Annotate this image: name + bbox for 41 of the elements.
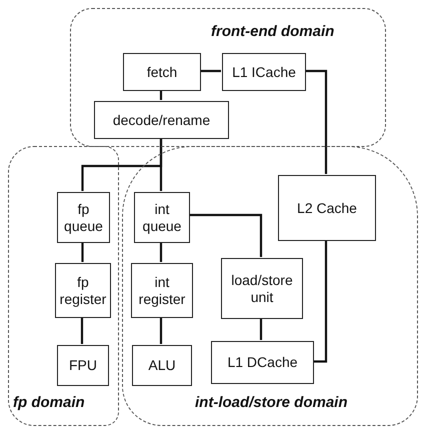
domain-title: front-end domain — [211, 23, 334, 40]
unit-box — [55, 263, 111, 318]
unit-box — [132, 345, 192, 386]
unit-box — [94, 101, 229, 139]
unit-box — [57, 192, 110, 243]
connector-line — [189, 214, 262, 257]
connector-line — [160, 317, 162, 344]
unit-box — [222, 53, 306, 91]
unit-label: int register — [138, 274, 186, 308]
connector-line — [260, 318, 262, 340]
domain-title: fp domain — [13, 394, 85, 411]
unit-label: L1 ICache — [232, 64, 296, 80]
connector-line — [200, 70, 221, 72]
connector-line — [305, 70, 328, 174]
connector-line — [80, 317, 84, 344]
unit-label: ALU — [148, 357, 176, 374]
unit-box — [131, 263, 193, 318]
unit-label: int queue — [142, 200, 182, 234]
unit-label: load/store unit — [230, 272, 294, 306]
connector-line — [160, 242, 162, 262]
unit-box — [211, 341, 314, 384]
unit-box — [134, 192, 190, 243]
domain-region — [8, 146, 119, 426]
connector-line — [160, 138, 162, 191]
domain-region — [70, 8, 386, 147]
domain-region — [122, 146, 418, 426]
unit-box — [278, 175, 376, 241]
unit-label: L2 Cache — [297, 200, 357, 216]
unit-box — [221, 258, 303, 319]
connector-line — [313, 240, 328, 363]
connector-line — [81, 242, 84, 262]
unit-label: FPU — [69, 357, 97, 374]
unit-label: fp queue — [63, 200, 104, 234]
unit-box — [57, 345, 109, 386]
unit-label: L1 DCache — [227, 354, 298, 371]
connector-line — [160, 90, 162, 100]
unit-label: fetch — [146, 64, 178, 80]
unit-label: decode/rename — [112, 112, 210, 128]
domain-title: int-load/store domain — [195, 394, 348, 411]
unit-label: fp register — [58, 274, 108, 308]
unit-box — [123, 53, 201, 91]
